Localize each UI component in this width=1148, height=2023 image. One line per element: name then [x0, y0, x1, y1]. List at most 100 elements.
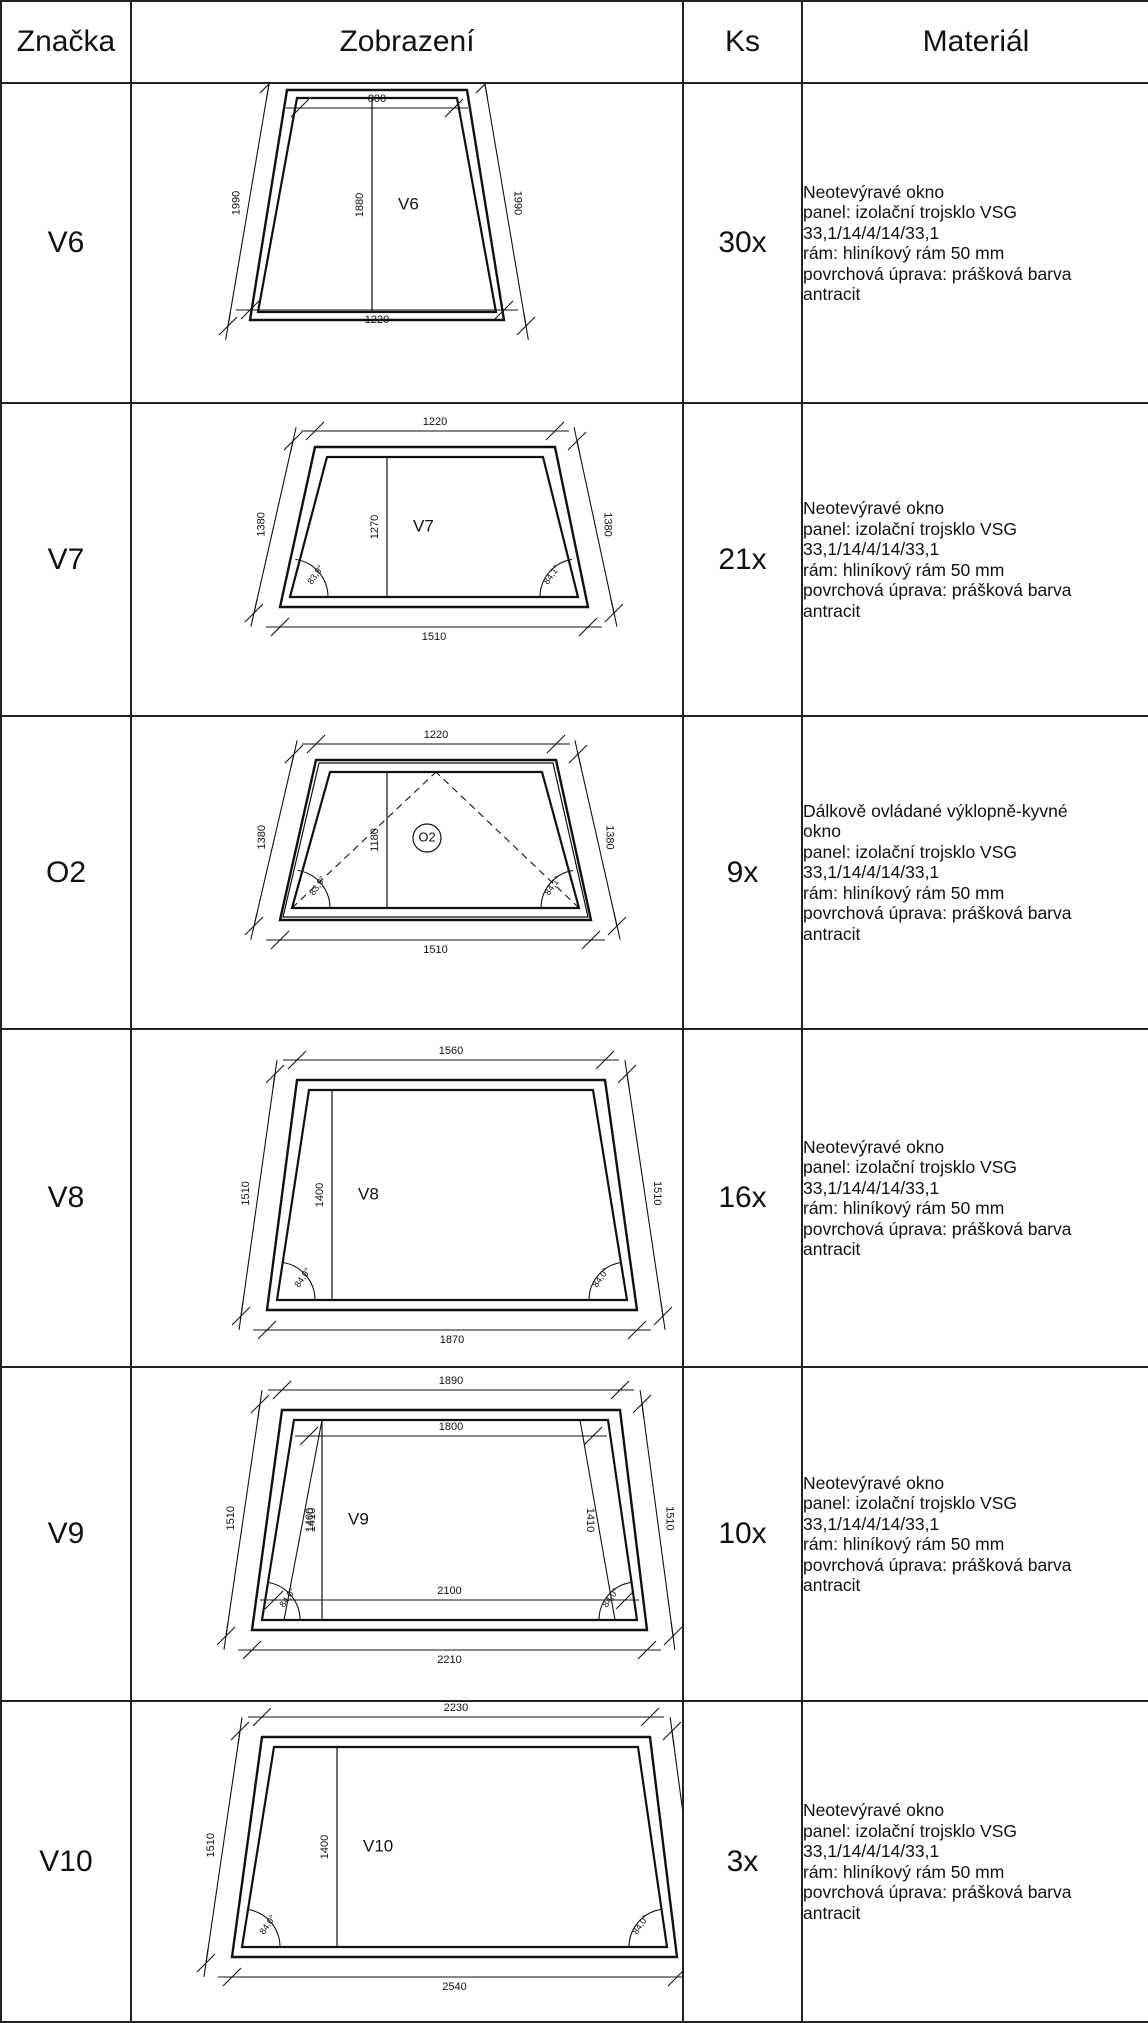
- dimension-label: 84,1°: [542, 874, 563, 897]
- dimension-label: 1800: [439, 1421, 463, 1433]
- quantity: 16x: [682, 1028, 803, 1368]
- dimension-label: 1990: [231, 191, 243, 215]
- window-mark: V7: [0, 402, 132, 717]
- window-mark-label: V10: [363, 1836, 393, 1855]
- material-line: Dálkově ovládané výklopně-kyvné: [803, 800, 1068, 821]
- dimension-label: 1220: [424, 729, 448, 741]
- dimension-label: 1510: [651, 1181, 663, 1205]
- dimension-label: 84,0°: [590, 1266, 611, 1289]
- dimension-label: 2230: [444, 1702, 468, 1714]
- material-line: Neotevýravé okno: [803, 498, 945, 518]
- material-line: rám: hliníkový rám 50 mm: [803, 1861, 1005, 1882]
- dimension-label: 84,0°: [292, 1266, 313, 1289]
- material-line: antracit: [803, 600, 861, 621]
- material-line: antracit: [803, 923, 861, 944]
- material-line: Neotevýravé okno: [803, 1472, 945, 1493]
- material-line: Neotevýravé okno: [803, 181, 945, 202]
- quantity: 21x: [682, 402, 803, 717]
- window-mark: V10: [0, 1700, 132, 2023]
- material-line: 33,1/14/4/14/33,1: [803, 1513, 940, 1534]
- dimension-label: 1380: [256, 512, 268, 536]
- material-line: rám: hliníkový rám 50 mm: [803, 243, 1005, 263]
- dimension-label: 1990: [511, 191, 523, 215]
- dimension-label: 1410: [306, 1508, 318, 1532]
- dimension-label: 1890: [439, 1375, 463, 1387]
- window-drawing-cell: 22302540151015101400V1084,0°84,0°: [130, 1700, 684, 2023]
- material-line: antracit: [803, 1239, 861, 1259]
- window-mark: V9: [0, 1366, 132, 1702]
- material-line: rám: hliníkový rám 50 mm: [803, 882, 1005, 903]
- dimension-label: 83,9°: [305, 563, 326, 586]
- dimension-label: 2210: [437, 1654, 461, 1666]
- dimension-label: 800: [368, 93, 386, 105]
- dimension-label: 1510: [240, 1181, 252, 1205]
- dimension-label: 84,1°: [541, 563, 562, 586]
- dimension-label: 1510: [423, 944, 447, 956]
- dimension-label: 1880: [354, 193, 366, 217]
- dimension-label: 1870: [440, 1334, 464, 1346]
- material-line: panel: izolační trojsklo VSG: [803, 1820, 1017, 1841]
- dimension-label: 2100: [437, 1585, 461, 1597]
- dimension-label: 1220: [423, 416, 447, 428]
- material-line: 33,1/14/4/14/33,1: [803, 862, 940, 883]
- material-line: panel: izolační trojsklo VSG: [803, 518, 1017, 539]
- dimension-label: 1400: [304, 1508, 316, 1532]
- material-line: antracit: [803, 284, 861, 304]
- dimension-label: 1220: [365, 314, 389, 326]
- material-line: rám: hliníkový rám 50 mm: [803, 559, 1005, 580]
- dimension-label: 1180: [369, 828, 381, 852]
- header-material: Materiál: [801, 0, 1148, 84]
- header-mark: Značka: [0, 0, 132, 84]
- dimension-label: 1380: [603, 825, 615, 849]
- material-line: povrchová úprava: prášková barva: [803, 1218, 1072, 1239]
- material-line: panel: izolační trojsklo VSG: [803, 1157, 1017, 1177]
- quantity: 10x: [682, 1366, 803, 1702]
- dimension-label: 1510: [663, 1506, 675, 1530]
- material-line: 33,1/14/4/14/33,1: [803, 1177, 940, 1198]
- material-line: povrchová úprava: prášková barva: [803, 903, 1072, 924]
- dimension-label: 1400: [314, 1183, 326, 1207]
- dimension-label: 84,0°: [277, 1586, 298, 1609]
- header-row: Značka Zobrazení Ks Materiál: [0, 0, 1148, 84]
- material-line: Neotevýravé okno: [803, 1136, 945, 1157]
- material-line: rám: hliníkový rám 50 mm: [803, 1198, 1005, 1218]
- dimension-label: 1400: [319, 1835, 331, 1859]
- quantity: 9x: [682, 715, 803, 1030]
- material-line: panel: izolační trojsklo VSG: [803, 202, 1017, 222]
- material-line: 33,1/14/4/14/33,1: [803, 1841, 940, 1861]
- material-line: antracit: [803, 1902, 861, 1923]
- quantity: 30x: [682, 82, 803, 404]
- material-line: povrchová úprava: prášková barva: [803, 263, 1072, 284]
- table-row: V1022302540151015101400V1084,0°84,0°3xNe…: [0, 1700, 1148, 2023]
- window-mark-label: V8: [358, 1184, 379, 1203]
- material-line: 33,1/14/4/14/33,1: [803, 222, 940, 243]
- material-line: antracit: [803, 1575, 861, 1595]
- material-line: panel: izolační trojsklo VSG: [803, 841, 1017, 862]
- window-mark-label: O2: [418, 829, 435, 844]
- window-mark-label: V7: [413, 516, 434, 535]
- header-qty: Ks: [682, 0, 803, 84]
- window-mark: V8: [0, 1028, 132, 1368]
- dimension-label: 1380: [601, 512, 613, 536]
